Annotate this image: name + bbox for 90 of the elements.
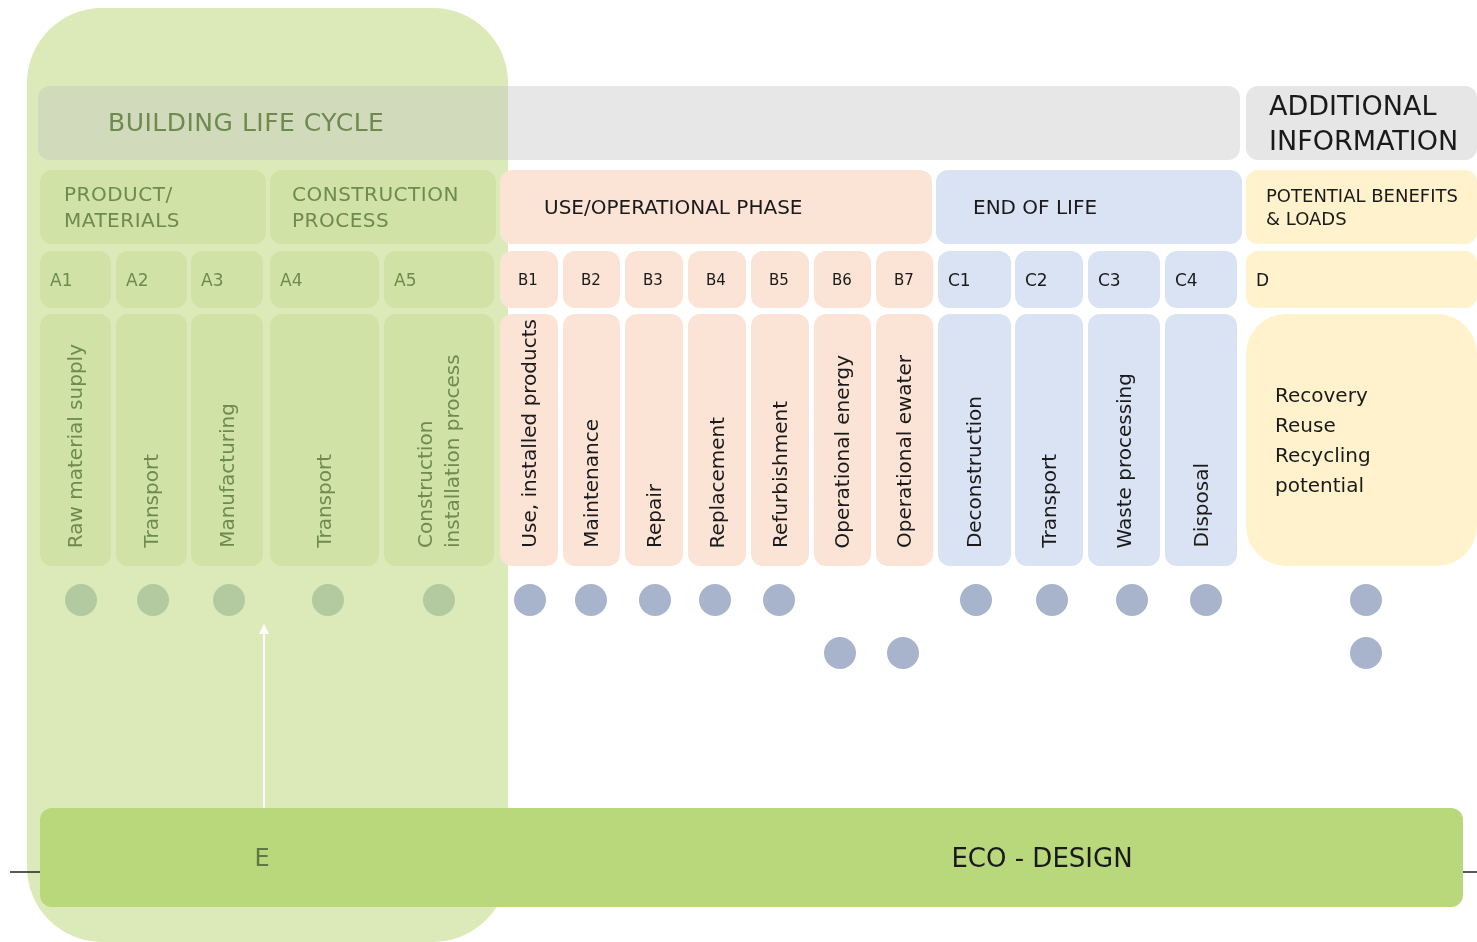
stage-label: Operational energy — [829, 354, 855, 548]
header-text: ADDITIONAL INFORMATION — [1269, 88, 1460, 158]
module-code-cell — [688, 251, 746, 308]
module-code-cell — [563, 251, 620, 308]
module-code: A1 — [50, 269, 73, 290]
stage-label: Use, installed products — [515, 319, 542, 548]
module-code: B5 — [769, 270, 789, 289]
arrow — [259, 624, 269, 809]
indicator-dot — [960, 584, 992, 616]
module-code: B3 — [643, 270, 663, 289]
indicator-dot — [763, 584, 795, 616]
stage-column — [563, 314, 620, 566]
indicator-dot — [1350, 637, 1382, 669]
module-code: B4 — [706, 270, 726, 289]
stage-label: Transport — [138, 454, 164, 548]
stage-column — [1165, 314, 1237, 566]
indicator-dot — [1036, 584, 1068, 616]
bar-text: E — [254, 843, 270, 872]
stage-label: Manufacturing — [213, 403, 240, 548]
module-code: A3 — [201, 269, 224, 290]
module-code-cell — [1088, 251, 1160, 308]
module-code: C4 — [1175, 269, 1198, 290]
stage-label: Waste processing — [1110, 372, 1137, 548]
indicator-dot — [639, 584, 671, 616]
module-code: B6 — [832, 270, 852, 289]
module-code-cell — [1015, 251, 1083, 308]
stage-column — [814, 314, 871, 566]
stage-label: Refurbishment — [766, 401, 793, 548]
indicator-dot — [1190, 584, 1222, 616]
module-code-cell — [625, 251, 683, 308]
module-code: B1 — [518, 270, 538, 289]
stage-label: Maintenance — [578, 419, 604, 548]
phase-header — [936, 170, 1242, 244]
stage-column — [938, 314, 1011, 566]
module-code-cell — [500, 251, 558, 308]
stage-column — [1088, 314, 1160, 566]
stage-label: Repair — [640, 483, 667, 548]
indicator-dot — [887, 637, 919, 669]
module-code-cell — [751, 251, 809, 308]
module-code: B2 — [581, 270, 601, 289]
bar-text: ECO - DESIGN — [951, 842, 1133, 873]
benefit-item: Recovery — [1275, 382, 1369, 409]
module-code-cell — [876, 251, 933, 308]
phase-header — [1246, 86, 1477, 160]
indicator-dot — [824, 637, 856, 669]
module-code: B7 — [894, 270, 914, 289]
module-code-cell — [1165, 251, 1237, 308]
stage-label: Transport — [311, 454, 337, 548]
stage-label: Deconstruction — [961, 395, 987, 548]
stage-column — [876, 314, 933, 566]
stage-label: Construction installation process — [412, 353, 465, 548]
indicator-dot — [575, 584, 607, 616]
header-text: CONSTRUCTION PROCESS — [292, 181, 460, 233]
header-text: PRODUCT/ MATERIALS — [64, 181, 182, 233]
module-code-cell — [1246, 251, 1477, 308]
module-code: C2 — [1025, 269, 1048, 290]
indicator-dot — [699, 584, 731, 616]
phase-header — [1246, 170, 1477, 244]
module-code: D — [1256, 269, 1270, 290]
header-text: USE/OPERATIONAL PHASE — [544, 194, 804, 220]
stage-column — [625, 314, 683, 566]
stage-column — [688, 314, 746, 566]
module-code-cell — [938, 251, 1011, 308]
module-code: A2 — [126, 269, 149, 290]
stage-label: Transport — [1035, 454, 1062, 548]
header-text: END OF LIFE — [973, 194, 1099, 220]
indicator-dot — [1116, 584, 1148, 616]
module-code: C3 — [1098, 269, 1121, 290]
stage-label: Raw material supply — [62, 343, 88, 548]
stage-label: Replacement — [703, 416, 730, 548]
stage-label: Disposal — [1187, 463, 1214, 548]
eco-design-bar — [40, 808, 1463, 907]
header-text: BUILDING LIFE CYCLE — [108, 106, 386, 139]
stage-column — [500, 314, 558, 566]
module-code-cell — [814, 251, 871, 308]
benefit-item: potential — [1275, 472, 1365, 499]
benefits-panel — [1246, 314, 1477, 566]
indicator-dot — [514, 584, 546, 616]
module-code: A4 — [280, 269, 303, 290]
phase-header — [38, 86, 1240, 160]
stage-column — [1015, 314, 1083, 566]
indicator-dot — [1350, 584, 1382, 616]
module-code: C1 — [948, 269, 971, 290]
stage-column — [751, 314, 809, 566]
module-code: A5 — [394, 269, 417, 290]
benefit-item: Reuse — [1275, 412, 1337, 439]
phase-header — [500, 170, 932, 244]
benefit-item: Recycling — [1275, 442, 1371, 469]
header-text: POTENTIAL BENEFITS & LOADS — [1266, 183, 1459, 231]
stage-label: Operational ewater — [891, 355, 917, 548]
